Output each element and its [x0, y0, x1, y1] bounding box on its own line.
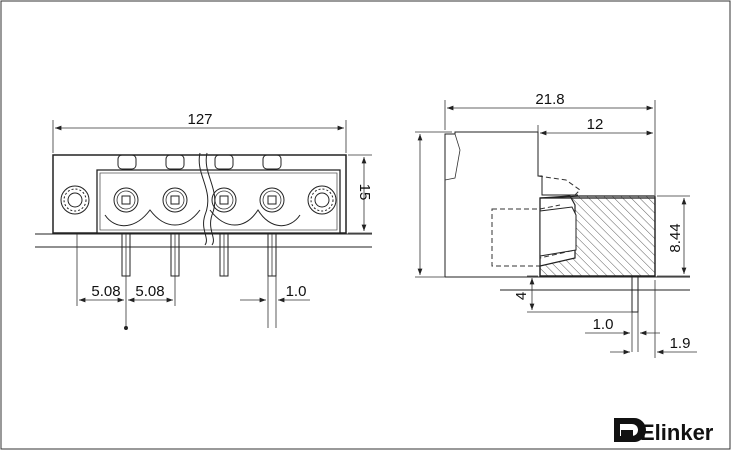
- screw-terminal-3: [211, 187, 237, 213]
- dim-side-height-label: 8.44: [667, 223, 684, 252]
- dim-width-label: 127: [187, 111, 212, 128]
- dim-pitch-left-label: 5.08: [91, 283, 120, 300]
- screw-terminal-1: [113, 187, 139, 213]
- dim-pitch-right-label: 5.08: [135, 283, 164, 300]
- dim-side-pin-label: 1.0: [593, 316, 614, 333]
- dim-plug-label: 12: [587, 116, 604, 133]
- dim-height-label: 15: [356, 184, 373, 201]
- brand-name: Elinker: [640, 420, 714, 445]
- side-view: 21.8 12 8.44 4 1.0 1.9: [415, 91, 697, 358]
- brand-logo: Elinker: [614, 418, 714, 445]
- dim-pin-label: 1.0: [286, 283, 307, 300]
- front-view: 127 15 5.08 5.08 1.0: [35, 111, 373, 330]
- flange-hole-left: [60, 185, 90, 215]
- wire-entry: [491, 208, 541, 267]
- side-pin: [631, 275, 639, 313]
- screw-terminal-4: [259, 187, 285, 213]
- dim-offset-label: 1.9: [670, 335, 691, 352]
- screw-terminal-2: [162, 187, 188, 213]
- flange-hole-right: [307, 185, 337, 215]
- dim-depth-label: 21.8: [535, 91, 564, 108]
- dim-pin-length-label: 4: [513, 292, 530, 300]
